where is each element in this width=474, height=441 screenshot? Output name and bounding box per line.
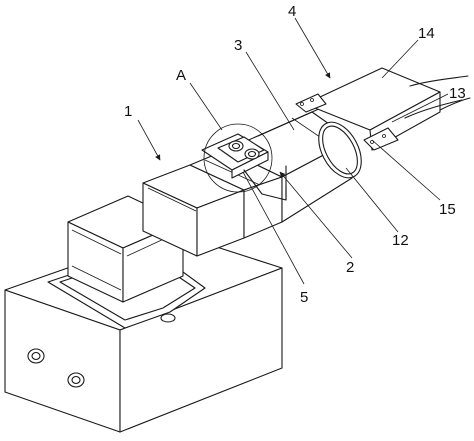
leader-2 bbox=[279, 171, 353, 259]
leader-lines bbox=[137, 17, 449, 285]
label-5: 5 bbox=[300, 289, 308, 306]
label-14: 14 bbox=[418, 25, 435, 42]
reference-labels: 1 A 3 4 14 13 15 12 2 5 bbox=[124, 3, 466, 306]
leader-4 bbox=[294, 17, 331, 79]
label-13: 13 bbox=[449, 85, 466, 102]
leader-1 bbox=[137, 119, 161, 161]
collar-ring bbox=[318, 121, 362, 179]
leader-12 bbox=[345, 167, 399, 233]
base-port-1 bbox=[27, 348, 45, 364]
leader-3 bbox=[245, 51, 295, 131]
label-15: 15 bbox=[439, 201, 456, 218]
bolt-bracket bbox=[201, 133, 287, 201]
leader-5 bbox=[242, 171, 305, 285]
leader-14 bbox=[381, 39, 419, 79]
label-3: 3 bbox=[234, 37, 242, 54]
main-housing bbox=[142, 164, 245, 257]
leader-15 bbox=[371, 139, 441, 201]
leader-a bbox=[189, 82, 223, 131]
clamp-flange-left bbox=[295, 93, 327, 113]
detail-circle-a bbox=[203, 123, 273, 193]
label-4: 4 bbox=[288, 3, 296, 20]
label-1: 1 bbox=[124, 103, 132, 120]
label-12: 12 bbox=[392, 232, 409, 249]
base-side-face bbox=[119, 267, 283, 433]
label-2: 2 bbox=[346, 259, 354, 276]
leader-13 bbox=[391, 93, 449, 123]
clamp-flange-right bbox=[363, 127, 399, 151]
bolt-1 bbox=[228, 140, 244, 152]
mount-screw bbox=[160, 313, 176, 323]
base-port-2 bbox=[67, 372, 85, 388]
bolt-2 bbox=[244, 148, 260, 160]
label-a: A bbox=[176, 67, 186, 84]
